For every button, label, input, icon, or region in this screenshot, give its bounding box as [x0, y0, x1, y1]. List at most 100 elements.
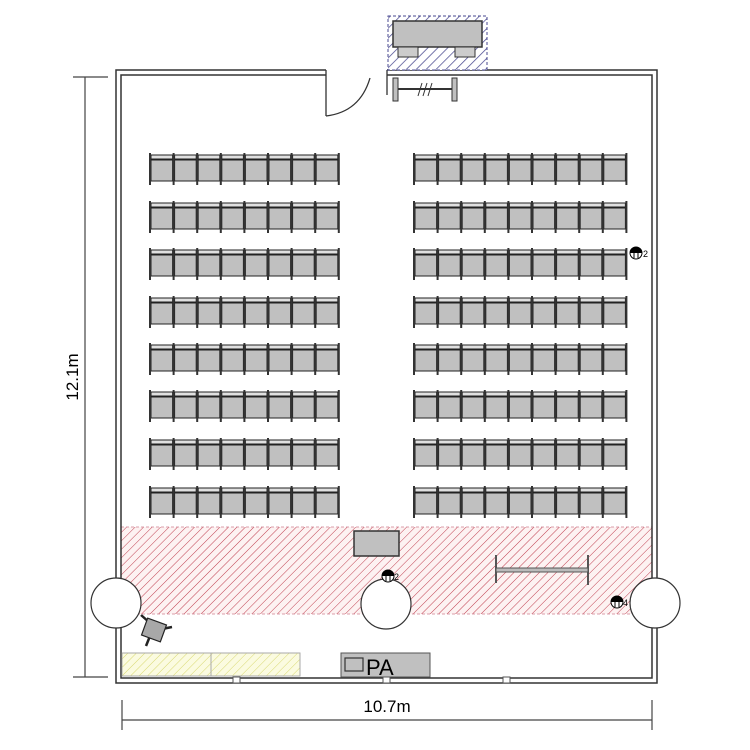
- projector-icon: [140, 614, 173, 647]
- seat-row-right: [413, 296, 628, 328]
- seat: [172, 153, 197, 185]
- seat: [219, 201, 244, 233]
- seat: [554, 153, 579, 185]
- seat: [578, 343, 603, 375]
- seat: [290, 201, 315, 233]
- seat: [219, 438, 244, 470]
- seat: [243, 153, 268, 185]
- seat-row-left: [149, 201, 340, 233]
- seat: [314, 438, 339, 470]
- seat: [578, 153, 603, 185]
- seat: [507, 390, 532, 422]
- seat: [531, 343, 556, 375]
- seat: [219, 486, 244, 518]
- seat: [601, 390, 626, 422]
- seat: [172, 296, 197, 328]
- seat: [172, 438, 197, 470]
- seat: [267, 248, 292, 280]
- svg-text:2: 2: [394, 572, 399, 582]
- entrance-door[interactable]: [325, 70, 388, 117]
- seat-row-right: [413, 153, 628, 185]
- seat: [196, 296, 221, 328]
- seat: [290, 486, 315, 518]
- seat-row-right: [413, 201, 628, 233]
- seat: [531, 296, 556, 328]
- seat: [413, 153, 438, 185]
- seat: [578, 486, 603, 518]
- seat-row-left: [149, 438, 340, 470]
- seat: [219, 248, 244, 280]
- height-label: 12.1m: [63, 353, 82, 400]
- seat: [507, 201, 532, 233]
- seat-row-left: [149, 248, 340, 280]
- seat: [601, 201, 626, 233]
- seat: [172, 201, 197, 233]
- seat: [483, 343, 508, 375]
- seat: [554, 201, 579, 233]
- seat-row-right: [413, 486, 628, 518]
- seat: [460, 438, 485, 470]
- seat: [460, 201, 485, 233]
- seat: [196, 201, 221, 233]
- seat: [578, 248, 603, 280]
- seat: [172, 343, 197, 375]
- seat: [267, 390, 292, 422]
- seat: [531, 438, 556, 470]
- seat: [531, 201, 556, 233]
- seat: [149, 343, 174, 375]
- seat: [436, 343, 461, 375]
- seat: [196, 390, 221, 422]
- seat-row-left: [149, 390, 340, 422]
- seat: [243, 248, 268, 280]
- seat: [149, 201, 174, 233]
- seat: [507, 296, 532, 328]
- seat: [554, 248, 579, 280]
- seat: [243, 296, 268, 328]
- seat: [172, 486, 197, 518]
- seat-row-left: [149, 153, 340, 185]
- seat: [243, 390, 268, 422]
- seat: [531, 486, 556, 518]
- seat: [531, 390, 556, 422]
- seat: [460, 248, 485, 280]
- podium: [353, 530, 400, 557]
- seat: [531, 248, 556, 280]
- width-label: 10.7m: [363, 697, 410, 716]
- seat: [554, 343, 579, 375]
- seat: [601, 248, 626, 280]
- seat-row-left: [149, 343, 340, 375]
- seat: [243, 438, 268, 470]
- column-left: [90, 577, 142, 629]
- seat: [554, 390, 579, 422]
- seat-row-left: [149, 486, 340, 518]
- seat: [507, 343, 532, 375]
- seat-row-right: [413, 343, 628, 375]
- reception-table: [387, 15, 488, 71]
- seat: [460, 153, 485, 185]
- seat: [578, 296, 603, 328]
- seat: [554, 438, 579, 470]
- seat: [601, 296, 626, 328]
- seat: [413, 296, 438, 328]
- seat: [436, 201, 461, 233]
- seat: [267, 153, 292, 185]
- seat: [314, 153, 339, 185]
- seat: [554, 486, 579, 518]
- seat: [507, 486, 532, 518]
- seat: [314, 201, 339, 233]
- seat: [267, 438, 292, 470]
- seat: [196, 248, 221, 280]
- seat: [507, 248, 532, 280]
- seat: [436, 248, 461, 280]
- seat: [483, 248, 508, 280]
- seat: [196, 486, 221, 518]
- seat: [196, 153, 221, 185]
- seat: [290, 248, 315, 280]
- seat: [460, 390, 485, 422]
- barrier: [392, 77, 458, 102]
- seat: [219, 153, 244, 185]
- seat: [483, 486, 508, 518]
- seat: [436, 438, 461, 470]
- seat: [172, 248, 197, 280]
